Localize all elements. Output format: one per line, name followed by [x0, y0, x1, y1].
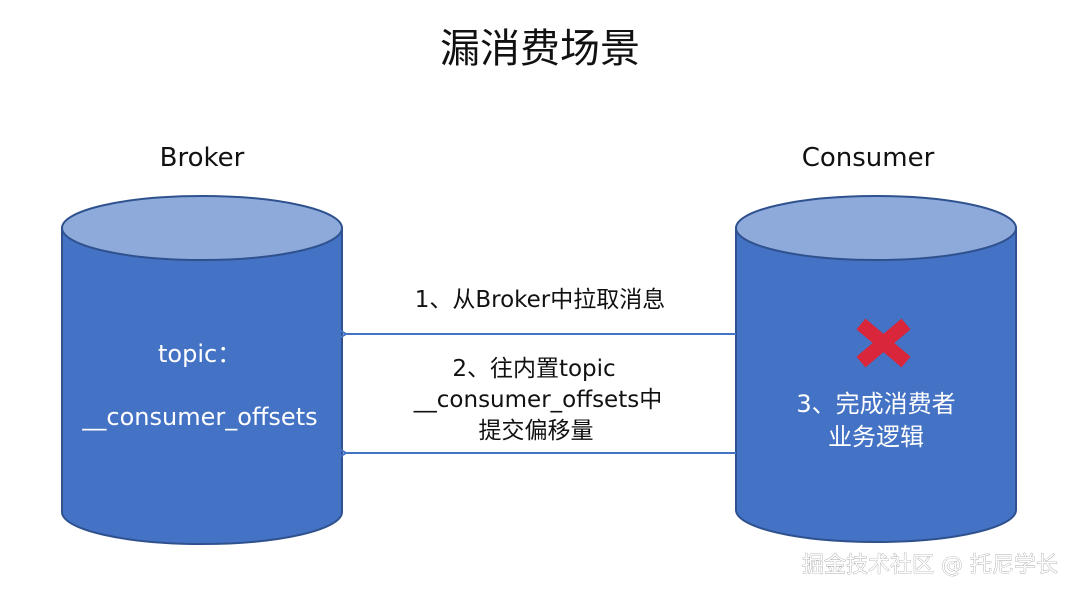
consumer-cylinder: [735, 195, 1017, 543]
commit-arrow-label-line1: 2、往内置topic: [452, 356, 615, 382]
broker-topic-name: __consumer_offsets: [81, 403, 317, 431]
red-x-icon: [856, 318, 911, 368]
watermark: 掘金技术社区 @ 托尼学长: [802, 553, 1058, 578]
diagram-title: 漏消费场景: [440, 26, 640, 72]
broker-cylinder-body: [61, 227, 343, 545]
consumer-cylinder-body: [735, 227, 1017, 543]
consumer-cylinder-top: [735, 195, 1017, 261]
consumer-header: Consumer: [802, 143, 935, 173]
broker-header: Broker: [160, 143, 245, 173]
consumer-task-line1: 3、完成消费者: [796, 390, 955, 418]
consumer-task-line2: 业务逻辑: [828, 423, 924, 451]
broker-cylinder: [61, 195, 343, 545]
pull-arrow-label: 1、从Broker中拉取消息: [415, 287, 666, 313]
commit-arrow-label-line3: 提交偏移量: [479, 418, 594, 444]
broker-cylinder-top: [61, 195, 343, 261]
commit-arrow-label-line2: __consumer_offsets中: [413, 387, 662, 413]
broker-topic-label: topic：: [158, 340, 241, 368]
